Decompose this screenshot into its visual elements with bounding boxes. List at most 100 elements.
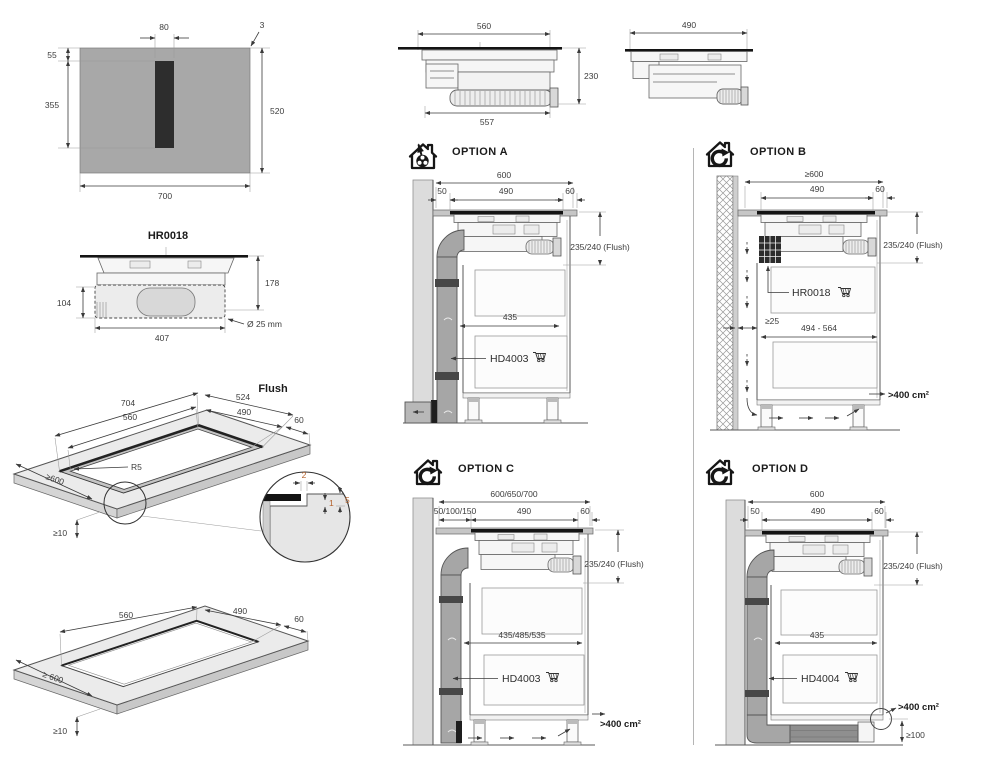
dim-cutout-width: 490 xyxy=(810,184,824,194)
dim-edge-margin: 60 xyxy=(294,415,304,425)
dim-width-top: 490 xyxy=(682,20,696,30)
hob-profile-short: 490 xyxy=(625,20,753,106)
airflow-arrows xyxy=(745,242,860,420)
dim-outer-length: 704 xyxy=(121,398,135,408)
accessory-label: HD4003 xyxy=(490,353,529,365)
dim-cutout-width: 490 xyxy=(811,506,825,516)
hose-ribs xyxy=(96,302,107,318)
dim-slot-height: 355 xyxy=(45,100,59,110)
glass xyxy=(398,47,562,50)
dim-clearance-width: 435 xyxy=(503,312,517,322)
dim-margin-right: 60 xyxy=(874,506,884,516)
accessory-label: HD4003 xyxy=(502,673,541,685)
vent-area-label: >400 cm² xyxy=(888,390,929,401)
dim-cutout-width: 490 xyxy=(499,186,513,196)
dim-cabinet-width: 600 xyxy=(810,489,824,499)
surface-cutout-isometric: 560 490 60 ≥ 600 ≥10 xyxy=(12,605,310,737)
drawer-box xyxy=(474,335,568,389)
corrugated-hose xyxy=(716,88,744,105)
detail-dim-clearance: 1 xyxy=(329,498,334,508)
dim-slot-width: 80 xyxy=(159,22,169,32)
dim-install-height: 235/240 (Flush) xyxy=(883,561,943,571)
flush-title: Flush xyxy=(258,383,288,395)
accessory-label: HR0018 xyxy=(792,287,831,299)
dim-length: 560 xyxy=(119,610,133,620)
side-wall-panel xyxy=(412,497,434,746)
recirculation-duct xyxy=(745,549,892,744)
hob-profile-long: 560 230 557 xyxy=(398,21,598,127)
dim-install-height: 235/240 (Flush) xyxy=(584,559,644,569)
vent-slot xyxy=(155,61,174,148)
vent-area-label: >400 cm² xyxy=(600,719,641,730)
recirculation-unit-side-view: HR0018 178 104 407 Ø 25 mm xyxy=(57,230,282,343)
dim-width-bottom: 557 xyxy=(480,117,494,127)
cabinet xyxy=(462,216,571,424)
dim-cabinet-width: ≥600 xyxy=(805,169,824,179)
hob-glass xyxy=(80,255,248,258)
option-a-label: OPTION A xyxy=(452,146,508,158)
flush-cutout-isometric: Flush 704 560 524 490 60 R5 ≥600 ≥10 2 5… xyxy=(12,383,351,563)
side-wall-panel xyxy=(725,499,746,746)
dim-plinth-height: ≥100 xyxy=(906,730,925,740)
option-b-diagram: OPTION B xyxy=(705,140,943,431)
dim-width: 490 xyxy=(233,606,247,616)
house-exhaust-icon xyxy=(410,145,436,169)
dim-thickness: ≥10 xyxy=(53,528,67,538)
house-recirculation-icon xyxy=(705,140,735,168)
drawer-box xyxy=(782,654,878,704)
glass-edge xyxy=(260,494,301,501)
plinth-panel xyxy=(857,721,875,743)
dim-edge-margin: 60 xyxy=(294,614,304,624)
motor-capsule xyxy=(136,287,196,317)
option-b-label: OPTION B xyxy=(750,146,806,158)
dim-gap-left: 50 xyxy=(437,186,447,196)
exhaust-duct xyxy=(404,229,465,424)
plinth-flat-duct xyxy=(789,724,859,743)
masonry-wall xyxy=(716,175,734,431)
dim-inner-length: 560 xyxy=(123,412,137,422)
hob-unit xyxy=(762,531,874,577)
hob-body xyxy=(97,257,235,274)
recirculation-filter-box xyxy=(759,236,781,263)
dim-cabinet-width: 600 xyxy=(497,170,511,180)
duct-grille xyxy=(456,721,462,743)
side-wall-panel xyxy=(412,179,434,424)
hob-unit xyxy=(471,529,583,575)
airflow-arrows xyxy=(468,728,571,740)
dim-total-height: 178 xyxy=(265,278,279,288)
dim-gap-left: 50/100/150 xyxy=(434,506,477,516)
drawer-box xyxy=(780,589,878,636)
flush-detail-view xyxy=(260,493,350,562)
dim-inner-width: 490 xyxy=(237,407,251,417)
hob-unit xyxy=(757,211,877,257)
cabinet xyxy=(469,534,589,746)
house-recirculation-icon xyxy=(705,458,735,486)
glass xyxy=(625,49,753,52)
drawer-box xyxy=(770,266,876,314)
dim-box-width: 407 xyxy=(155,333,169,343)
detail-dim-gap: 2 xyxy=(302,470,307,480)
detail-marker-circle xyxy=(103,481,147,525)
plenum xyxy=(96,272,226,286)
recirculation-duct xyxy=(439,547,469,744)
dim-clearance-width: 435/485/535 xyxy=(498,630,546,640)
dim-height: 230 xyxy=(584,71,598,81)
dim-cutout-width: 490 xyxy=(517,506,531,516)
option-c-label: OPTION C xyxy=(458,463,514,475)
dim-top-offset: 55 xyxy=(47,50,57,60)
dim-box-height: 104 xyxy=(57,298,71,308)
dim-clearance-width: 494 - 564 xyxy=(801,323,837,333)
house-recirculation-icon xyxy=(413,458,443,486)
hose-diameter-note: Ø 25 mm xyxy=(247,319,282,329)
dim-cabinet-width: 600/650/700 xyxy=(490,489,538,499)
dim-outer-width: 524 xyxy=(236,392,250,402)
cabinet xyxy=(756,216,881,431)
cabinet xyxy=(770,536,884,743)
option-a-diagram: OPTION A 600 50 xyxy=(403,130,630,424)
dim-clearance-width: 435 xyxy=(810,630,824,640)
option-d-label: OPTION D xyxy=(752,463,808,475)
detail-dim-rebate: 5 xyxy=(345,495,350,505)
dim-margin-right: 60 xyxy=(580,506,590,516)
dim-corner-radius-r5: R5 xyxy=(131,462,142,472)
